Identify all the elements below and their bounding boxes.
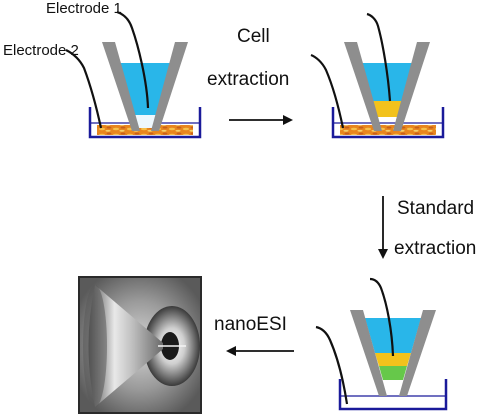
nanoesi-photo — [78, 276, 202, 414]
photo-cone-emitter — [88, 285, 163, 407]
step2-setup — [310, 12, 445, 139]
step3-electrode1-wire — [369, 277, 395, 357]
standard-extraction-label-line1: Standard — [397, 198, 474, 219]
step2-dish — [331, 107, 445, 139]
step1-dish — [88, 107, 202, 139]
step3-blue-solution — [365, 318, 421, 353]
step3-green-standard — [379, 366, 407, 380]
arrow-to-step2-head — [283, 115, 293, 125]
step1-setup: Electrode 1 Electrode 2 — [3, 0, 202, 139]
step1-capillary-left-wall — [102, 42, 140, 131]
standard-extraction-step: Standard extraction — [378, 196, 476, 259]
cell-extraction-label-line2: extraction — [207, 69, 289, 90]
step2-capillary-right-wall — [393, 42, 430, 131]
step1-capillary-right-wall — [151, 42, 188, 131]
electrode1-wire — [116, 10, 150, 109]
step3-electrode2-wire — [315, 325, 349, 405]
step2-electrode1-wire — [366, 12, 392, 102]
step2-cell-layer — [340, 125, 436, 135]
step2-blue-solution — [359, 63, 415, 101]
nanoesi-label: nanoESI — [214, 314, 287, 335]
electrode2-label: Electrode 2 — [3, 42, 79, 59]
step3-capillary-left-wall — [350, 310, 387, 396]
step3-setup — [315, 277, 448, 411]
step3-dish — [338, 379, 448, 411]
nanoesi-step: nanoESI — [214, 314, 294, 356]
arrow-to-step3-head — [378, 249, 388, 259]
cell-extraction-step: Cell extraction — [207, 26, 293, 125]
step3-capillary-right-wall — [399, 310, 436, 396]
electrode1-label: Electrode 1 — [46, 0, 122, 17]
photo-cone-base — [83, 285, 107, 407]
standard-extraction-label-line2: extraction — [394, 238, 476, 259]
arrow-to-nanoesi-head — [226, 346, 236, 356]
step1-cell-layer — [97, 125, 193, 135]
step3-yellow-extract — [375, 353, 411, 366]
electrode2-wire — [65, 49, 103, 129]
step2-capillary-left-wall — [344, 42, 382, 131]
step2-electrode2-wire — [310, 53, 345, 129]
cell-extraction-label-line1: Cell — [237, 26, 270, 47]
step2-yellow-extract — [370, 101, 404, 117]
